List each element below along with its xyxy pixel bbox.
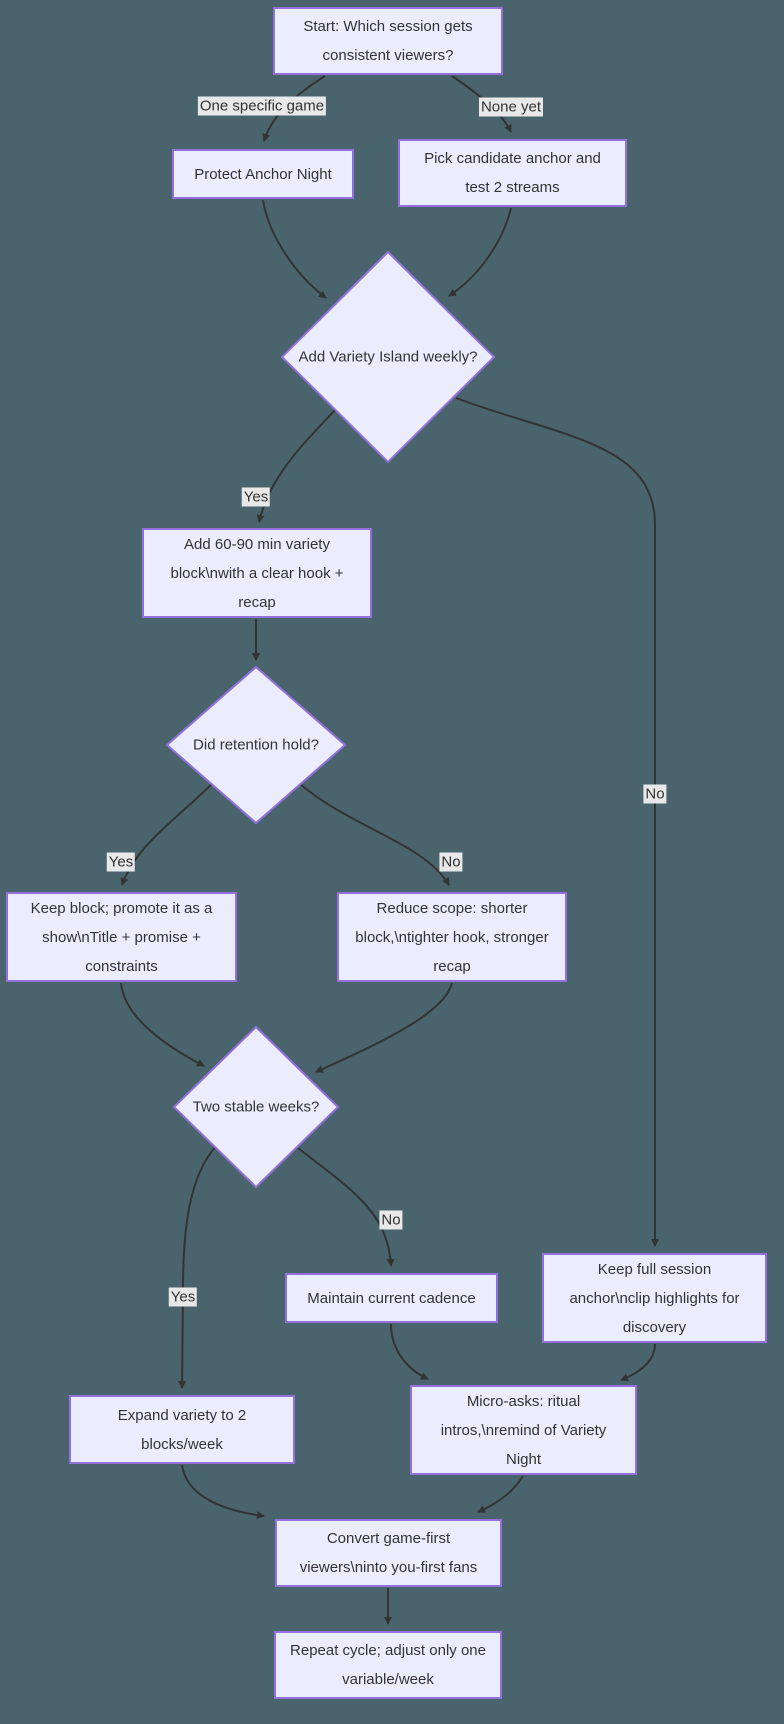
node-keep-block-promote: Keep block; promote it as a show\nTitle … — [6, 892, 237, 982]
edge-micro-to-convert — [477, 1475, 524, 1513]
node-protect-anchor-night: Protect Anchor Night — [172, 149, 354, 199]
decision-did-retention-hold — [165, 665, 347, 825]
node-start: Start: Which session gets consistent vie… — [273, 7, 503, 75]
decision-label-did-retention-hold: Did retention hold? — [193, 736, 319, 754]
edge-pick-to-d1 — [448, 207, 512, 297]
edge-protect-to-d1 — [262, 199, 327, 299]
edge-d2-no-to-reduce — [299, 783, 450, 886]
edge-d3-no-to-maintain — [297, 1147, 395, 1267]
edge-label-no-2: No — [439, 852, 463, 872]
node-pick-candidate-anchor: Pick candidate anchor and test 2 streams — [398, 139, 627, 207]
edge-label-no-right: No — [643, 784, 667, 804]
node-reduce-scope: Reduce scope: shorter block,\ntighter ho… — [337, 892, 567, 982]
decision-label-add-variety-island: Add Variety Island weekly? — [298, 348, 478, 366]
decision-label-two-stable-weeks: Two stable weeks? — [192, 1098, 320, 1116]
edge-label-no-3: No — [379, 1210, 403, 1230]
edge-d2-yes-to-keepblock — [120, 783, 213, 886]
node-repeat-cycle: Repeat cycle; adjust only one variable/w… — [274, 1631, 502, 1699]
edge-d3-yes-to-expand — [178, 1145, 217, 1389]
decision-add-variety-island — [280, 250, 496, 464]
edge-keepfull-to-micro — [620, 1343, 656, 1382]
node-convert-viewers: Convert game-first viewers\ninto you-fir… — [275, 1519, 502, 1587]
edge-d1-no-to-keepfull — [455, 397, 659, 1247]
edge-label-yes-3: Yes — [168, 1287, 198, 1307]
node-add-variety-block: Add 60-90 min variety block\nwith a clea… — [142, 528, 372, 618]
edge-label-one-specific-game: One specific game — [197, 96, 327, 116]
node-maintain-cadence: Maintain current cadence — [285, 1273, 498, 1323]
edge-keepblock-to-d3 — [120, 982, 205, 1067]
decision-two-stable-weeks — [172, 1025, 340, 1189]
edge-label-none-yet: None yet — [478, 97, 544, 117]
node-keep-full-session: Keep full session anchor\nclip highlight… — [542, 1253, 767, 1343]
edge-d1-yes-to-addblock — [256, 408, 337, 523]
edge-reduce-to-d3 — [315, 982, 453, 1073]
edge-expand-to-convert — [181, 1464, 265, 1520]
edge-label-yes-2: Yes — [106, 852, 136, 872]
node-expand-variety: Expand variety to 2 blocks/week — [69, 1395, 295, 1464]
node-micro-asks: Micro-asks: ritual intros,\nremind of Va… — [410, 1385, 637, 1475]
edge-label-yes-1: Yes — [241, 487, 271, 507]
edge-maintain-to-micro — [390, 1323, 429, 1380]
